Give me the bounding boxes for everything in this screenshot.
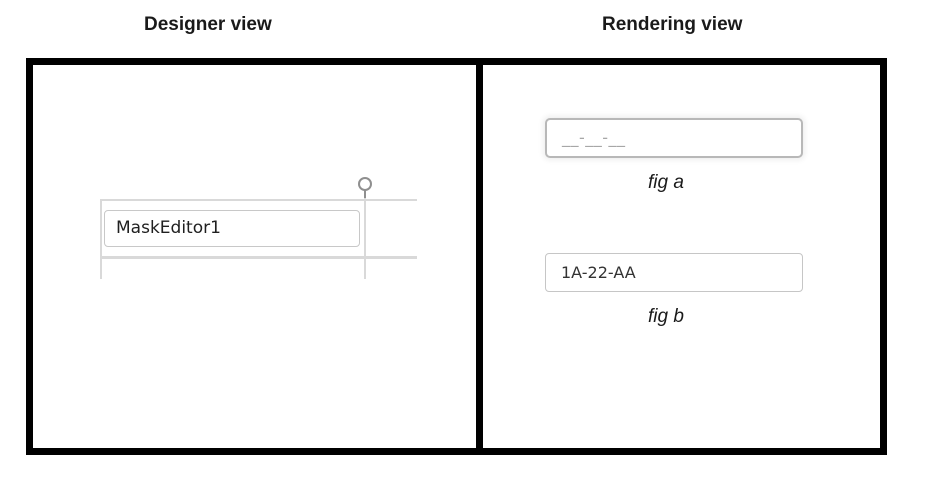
pin-icon[interactable] (358, 177, 372, 191)
designer-guide-line-top (100, 199, 417, 201)
designer-guide-line-right (364, 192, 366, 279)
comparison-frame (26, 58, 887, 455)
rendering-view-heading: Rendering view (602, 14, 743, 35)
designer-guide-line-left (100, 199, 102, 279)
designer-view-heading: Designer view (144, 14, 272, 35)
fig-b-caption: fig b (648, 306, 684, 327)
pin-stem (364, 190, 366, 198)
mask-editor-filled-input[interactable]: 1A-22-AA (545, 253, 803, 292)
designer-guide-line-bottom (100, 256, 417, 259)
designer-mask-editor[interactable]: MaskEditor1 (104, 210, 360, 247)
panel-divider (476, 58, 483, 455)
fig-a-caption: fig a (648, 172, 684, 193)
mask-editor-empty-input[interactable]: __-__-__ (545, 118, 803, 158)
